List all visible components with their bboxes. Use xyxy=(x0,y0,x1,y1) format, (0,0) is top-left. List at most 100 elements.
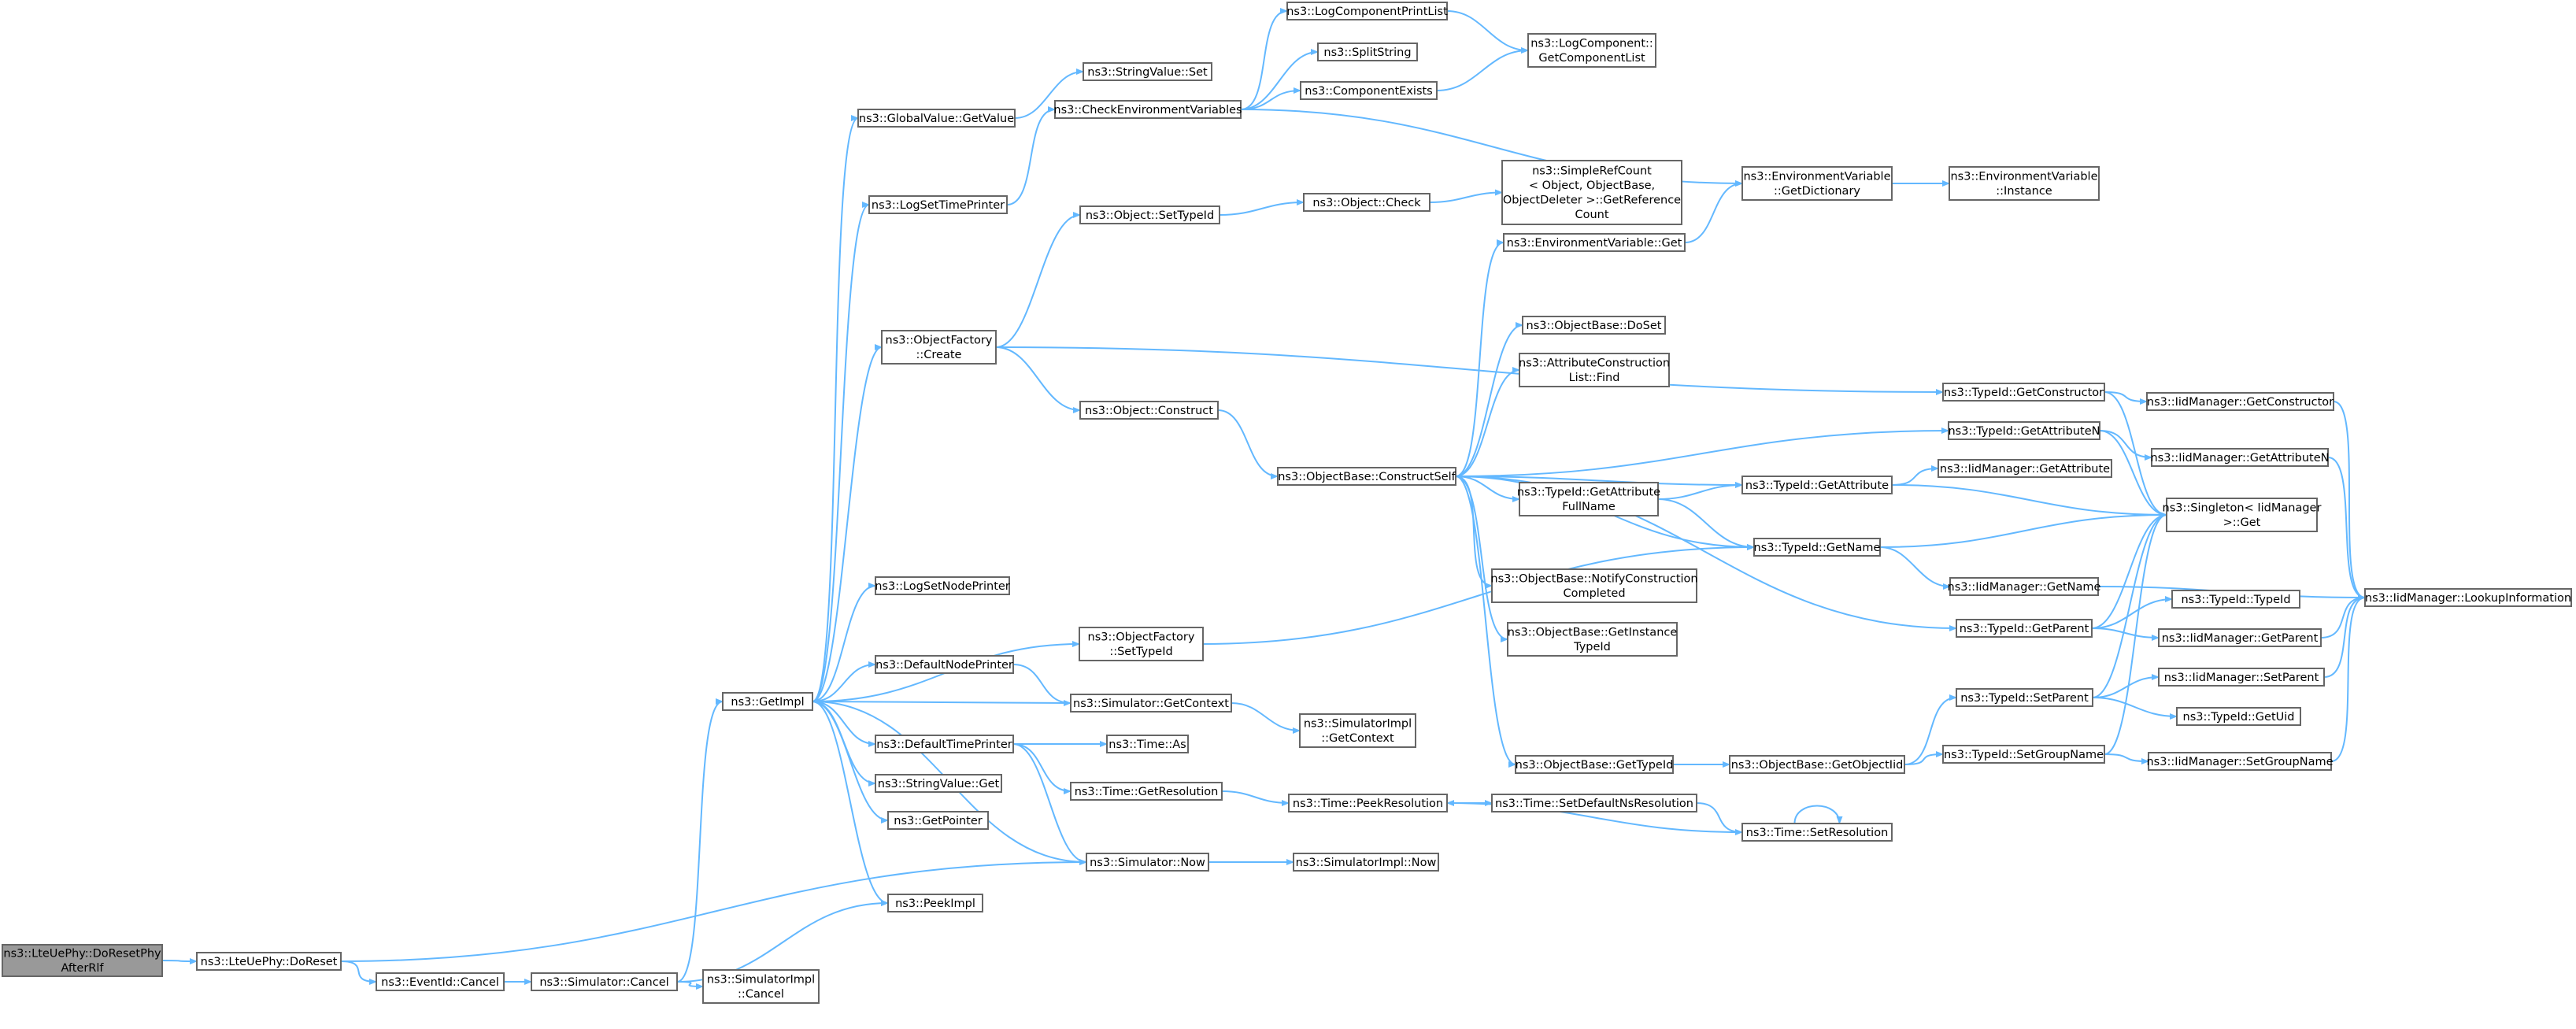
node-box xyxy=(1942,745,2105,764)
node-type-id-set-group-name[interactable]: ns3::TypeId::SetGroupName xyxy=(1942,745,2105,764)
node-sim-get-context[interactable]: ns3::Simulator::GetContext xyxy=(1070,694,1232,713)
node-iid-get-constructor[interactable]: ns3::IidManager::GetConstructor xyxy=(2146,392,2334,411)
node-iid-get-name[interactable]: ns3::IidManager::GetName xyxy=(1948,577,2101,596)
node-do-reset[interactable]: ns3::LteUePhy::DoReset xyxy=(196,952,342,971)
node-env-var-get[interactable]: ns3::EnvironmentVariable::Get xyxy=(1503,233,1686,252)
node-time-set-resolution[interactable]: ns3::Time::SetResolution xyxy=(1741,823,1893,842)
node-label: ns3::StringValue::Set xyxy=(1087,66,1208,79)
node-iid-get-attribute-n[interactable]: ns3::IidManager::GetAttributeN xyxy=(2150,448,2330,467)
node-box xyxy=(1303,193,1430,212)
node-box xyxy=(1079,205,1220,224)
node-string-value-get[interactable]: ns3::StringValue::Get xyxy=(875,774,1002,793)
node-iid-lookup-information[interactable]: ns3::IidManager::LookupInformation xyxy=(2364,588,2572,607)
edge-objFactorySetTypeId-to-typeIdGetName xyxy=(1202,544,1755,645)
node-label: ns3::TypeId::TypeId xyxy=(2181,594,2290,606)
node-sim-now[interactable]: ns3::Simulator::Now xyxy=(1086,853,1209,872)
node-sim-impl-now[interactable]: ns3::SimulatorImpl::Now xyxy=(1293,853,1439,872)
node-time-set-default-ns-res[interactable]: ns3::Time::SetDefaultNsResolution xyxy=(1491,794,1697,812)
node-env-var-get-dictionary[interactable]: ns3::EnvironmentVariable::GetDictionary xyxy=(1741,166,1893,201)
node-label: ns3::SimulatorImpl xyxy=(707,974,815,986)
node-type-id-set-parent[interactable]: ns3::TypeId::SetParent xyxy=(1956,688,2093,707)
node-box xyxy=(1938,459,2112,478)
node-singleton-get[interactable]: ns3::Singleton< IidManager>::Get xyxy=(2163,498,2322,532)
node-box xyxy=(875,576,1010,595)
node-type-id-get-parent[interactable]: ns3::TypeId::GetParent xyxy=(1956,619,2093,638)
node-object-check[interactable]: ns3::Object::Check xyxy=(1303,193,1430,212)
node-label: ObjectDeleter >::GetReference xyxy=(1503,194,1681,207)
edge-objBaseConstructSelf-to-objBaseNotify xyxy=(1455,476,1493,589)
node-time-as[interactable]: ns3::Time::As xyxy=(1106,735,1189,753)
node-event-cancel[interactable]: ns3::EventId::Cancel xyxy=(376,972,505,991)
node-iid-set-parent[interactable]: ns3::IidManager::SetParent xyxy=(2158,668,2325,687)
node-label: ns3::IidManager::GetAttribute xyxy=(1940,463,2110,476)
edge-iidSetGroupName-to-iidLookupInformation xyxy=(2330,594,2366,762)
node-env-var-instance[interactable]: ns3::EnvironmentVariable::Instance xyxy=(1949,166,2100,201)
node-label: ns3::SimulatorImpl::Now xyxy=(1296,857,1437,869)
edge-objBaseConstructSelf-to-typeIdGetAttributeN xyxy=(1455,428,1949,477)
node-peek-impl[interactable]: ns3::PeekImpl xyxy=(887,894,983,912)
node-get-pointer[interactable]: ns3::GetPointer xyxy=(887,811,989,830)
node-time-get-resolution[interactable]: ns3::Time::GetResolution xyxy=(1070,782,1223,801)
node-check-env-vars[interactable]: ns3::CheckEnvironmentVariables xyxy=(1053,100,1242,119)
node-type-id-get-constructor[interactable]: ns3::TypeId::GetConstructor xyxy=(1942,383,2105,402)
node-label: ns3::LogSetTimePrinter xyxy=(872,199,1005,212)
node-global-value-get-value[interactable]: ns3::GlobalValue::GetValue xyxy=(857,109,1016,128)
node-type-id-get-attribute-n[interactable]: ns3::TypeId::GetAttributeN xyxy=(1948,421,2100,440)
node-box xyxy=(1741,476,1893,494)
node-sim-impl-get-context[interactable]: ns3::SimulatorImpl::GetContext xyxy=(1299,713,1416,748)
node-iid-get-parent[interactable]: ns3::IidManager::GetParent xyxy=(2158,628,2322,647)
node-label: ns3::Time::SetResolution xyxy=(1746,827,1889,839)
node-label: ns3::ObjectFactory xyxy=(886,335,993,347)
node-type-id-get-uid[interactable]: ns3::TypeId::GetUid xyxy=(2176,707,2301,726)
node-sim-cancel[interactable]: ns3::Simulator::Cancel xyxy=(531,972,678,991)
node-type-id-get-attribute[interactable]: ns3::TypeId::GetAttribute xyxy=(1741,476,1893,494)
node-component-exists[interactable]: ns3::ComponentExists xyxy=(1300,81,1438,100)
node-type-id-get-name[interactable]: ns3::TypeId::GetName xyxy=(1753,538,1881,557)
node-box xyxy=(1503,233,1686,252)
node-object-construct[interactable]: ns3::Object::Construct xyxy=(1079,401,1219,420)
node-obj-base-get-object-iid[interactable]: ns3::ObjectBase::GetObjectIid xyxy=(1729,755,1905,774)
node-obj-base-notify[interactable]: ns3::ObjectBase::NotifyConstructionCompl… xyxy=(1490,568,1698,603)
node-obj-factory-set-type-id[interactable]: ns3::ObjectFactory::SetTypeId xyxy=(1079,627,1204,661)
node-obj-base-do-set[interactable]: ns3::ObjectBase::DoSet xyxy=(1522,316,1666,335)
node-simple-ref-count[interactable]: ns3::SimpleRefCount< Object, ObjectBase,… xyxy=(1501,160,1682,225)
node-label: GetComponentList xyxy=(1538,52,1645,65)
node-box xyxy=(1956,688,2093,707)
node-default-node-printer[interactable]: ns3::DefaultNodePrinter xyxy=(875,655,1014,674)
node-iid-get-attribute[interactable]: ns3::IidManager::GetAttribute xyxy=(1938,459,2112,478)
node-log-set-time-printer[interactable]: ns3::LogSetTimePrinter xyxy=(868,195,1008,214)
node-get-impl[interactable]: ns3::GetImpl xyxy=(722,692,813,711)
node-log-comp-get-list[interactable]: ns3::LogComponent::GetComponentList xyxy=(1527,33,1656,68)
edge-objBaseConstructSelf-to-objBaseGetInstanceTypeId xyxy=(1455,476,1508,642)
node-box xyxy=(1288,794,1448,812)
node-iid-set-group-name[interactable]: ns3::IidManager::SetGroupName xyxy=(2146,752,2334,771)
node-box xyxy=(1086,853,1209,872)
node-label: ns3::EventId::Cancel xyxy=(381,976,499,989)
node-label: ns3::ObjectBase::NotifyConstruction xyxy=(1490,573,1697,586)
node-split-string[interactable]: ns3::SplitString xyxy=(1317,43,1418,61)
edge-getImpl-to-defaultNodePrinter xyxy=(812,661,876,702)
node-label: Count xyxy=(1575,209,1608,221)
node-string-value-set[interactable]: ns3::StringValue::Set xyxy=(1083,62,1212,81)
node-label: ns3::LteUePhy::DoReset xyxy=(201,956,338,968)
node-log-set-node-printer[interactable]: ns3::LogSetNodePrinter xyxy=(875,576,1010,595)
node-sim-impl-cancel[interactable]: ns3::SimulatorImpl::Cancel xyxy=(702,969,820,1004)
node-label: ::Cancel xyxy=(738,988,784,1001)
node-obj-factory-create[interactable]: ns3::ObjectFactory::Create xyxy=(881,330,997,365)
node-default-time-printer[interactable]: ns3::DefaultTimePrinter xyxy=(875,735,1014,753)
edge-defaultNodePrinter-to-simGetContext xyxy=(1012,664,1071,706)
node-type-id-type-id[interactable]: ns3::TypeId::TypeId xyxy=(2171,590,2300,609)
node-time-peek-resolution[interactable]: ns3::Time::PeekResolution xyxy=(1288,794,1448,812)
node-box xyxy=(887,894,983,912)
node-log-comp-print-list[interactable]: ns3::LogComponentPrintList xyxy=(1286,2,1448,20)
node-obj-base-construct-self[interactable]: ns3::ObjectBase::ConstructSelf xyxy=(1277,467,1456,486)
edge-logCompPrintList-to-logCompGetList xyxy=(1446,10,1529,54)
node-box xyxy=(1070,694,1232,713)
node-obj-base-get-type-id[interactable]: ns3::ObjectBase::GetTypeId xyxy=(1515,755,1674,774)
node-object-set-type-id[interactable]: ns3::Object::SetTypeId xyxy=(1079,205,1220,224)
edge-checkEnvVars-to-logCompPrintList xyxy=(1240,8,1288,110)
